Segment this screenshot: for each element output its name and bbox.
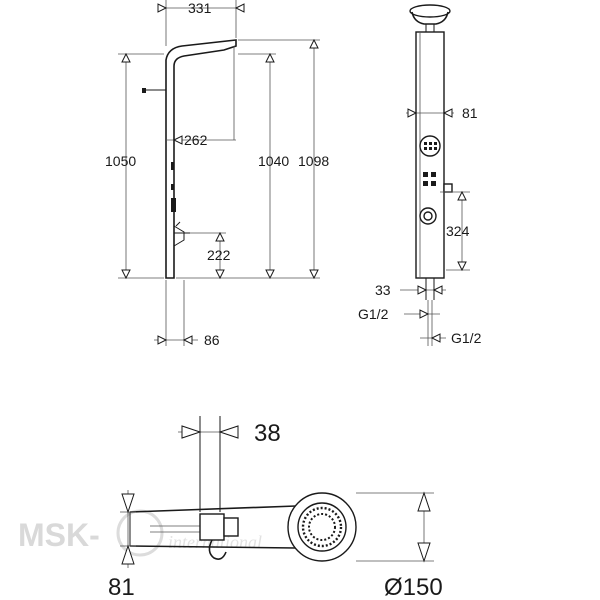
watermark-brand: MSK- bbox=[18, 517, 100, 553]
dim-81-side: 81 bbox=[462, 105, 478, 121]
dim-150: Ø150 bbox=[384, 574, 443, 600]
dim-86: 86 bbox=[204, 332, 220, 348]
dim-1040: 1040 bbox=[258, 153, 289, 169]
side-view: 331 262 1050 1040 1098 222 bbox=[105, 0, 329, 348]
dim-81-plan: 81 bbox=[108, 574, 135, 600]
dim-222: 222 bbox=[207, 247, 231, 263]
dim-1050: 1050 bbox=[105, 153, 136, 169]
dim-262: 262 bbox=[184, 132, 208, 148]
dim-324: 324 bbox=[446, 223, 470, 239]
front-view: 81 324 33 G1/2 G1/2 bbox=[358, 4, 482, 346]
dim-1098: 1098 bbox=[298, 153, 329, 169]
dim-38: 38 bbox=[254, 420, 281, 447]
dim-331: 331 bbox=[188, 0, 212, 16]
watermark-logo-icon bbox=[116, 509, 164, 557]
dim-g12-a: G1/2 bbox=[358, 306, 389, 322]
dim-33: 33 bbox=[375, 282, 391, 298]
body-jet-icon bbox=[419, 135, 441, 157]
dim-g12-b: G1/2 bbox=[451, 330, 482, 346]
plan-view: 38 81 Ø150 bbox=[108, 416, 443, 600]
